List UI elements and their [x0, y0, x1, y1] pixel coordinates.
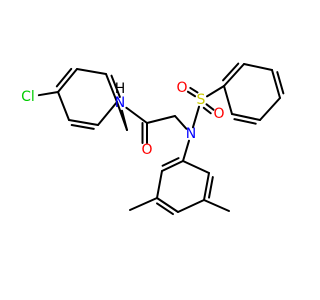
single-bond-line [37, 91, 59, 97]
atom-label-o-s2: O [213, 106, 224, 122]
atom-label-nh-h: H [115, 81, 126, 97]
single-bond-line [156, 170, 163, 199]
double-bond-line [186, 90, 197, 98]
single-bond-line [125, 106, 148, 124]
single-bond-line [97, 101, 118, 126]
double-bond-line [161, 160, 184, 172]
single-bond-line [76, 68, 107, 75]
single-bond-line [57, 91, 70, 121]
double-bond-line [110, 74, 121, 98]
atom-label-o-amide: O [141, 142, 152, 158]
double-bond-line [55, 67, 73, 88]
double-bond-line [70, 124, 95, 130]
single-bond-line [223, 85, 233, 115]
single-bond-line [177, 199, 205, 213]
double-bond-line [189, 86, 199, 94]
double-bond-line [223, 63, 245, 87]
single-bond-line [205, 85, 225, 98]
double-bond-line [161, 157, 180, 167]
single-bond-line [191, 105, 201, 129]
double-bond-line [202, 106, 212, 115]
bond-layer [37, 62, 285, 216]
atom-label-nh: N [115, 95, 125, 111]
single-bond-line [174, 115, 188, 130]
atom-label-o-s1: O [176, 80, 187, 96]
double-bond-line [222, 62, 240, 82]
double-bond-line [271, 69, 281, 99]
double-bond-line [156, 197, 179, 213]
double-bond-line [276, 71, 285, 95]
double-bond-line [208, 176, 214, 199]
single-bond-line [129, 197, 158, 211]
double-bond-line [57, 68, 78, 93]
single-bond-line [121, 109, 128, 131]
double-bond-line [205, 103, 215, 111]
atom-label-n-sulf: N [186, 126, 196, 142]
double-bond-line [231, 113, 261, 121]
single-bond-line [146, 115, 176, 124]
atom-label-cl: Cl [21, 89, 35, 105]
double-bond-line [105, 73, 118, 103]
atom-label-s: S [197, 92, 206, 108]
double-bond-line [233, 118, 257, 125]
single-bond-line [182, 139, 191, 162]
single-bond-line [243, 63, 273, 71]
double-bond-line [156, 202, 174, 216]
single-bond-line [203, 199, 230, 212]
double-bond-line [68, 119, 99, 126]
single-bond-line [182, 160, 210, 174]
single-bond-line [259, 97, 281, 121]
double-bond-line [203, 172, 210, 201]
